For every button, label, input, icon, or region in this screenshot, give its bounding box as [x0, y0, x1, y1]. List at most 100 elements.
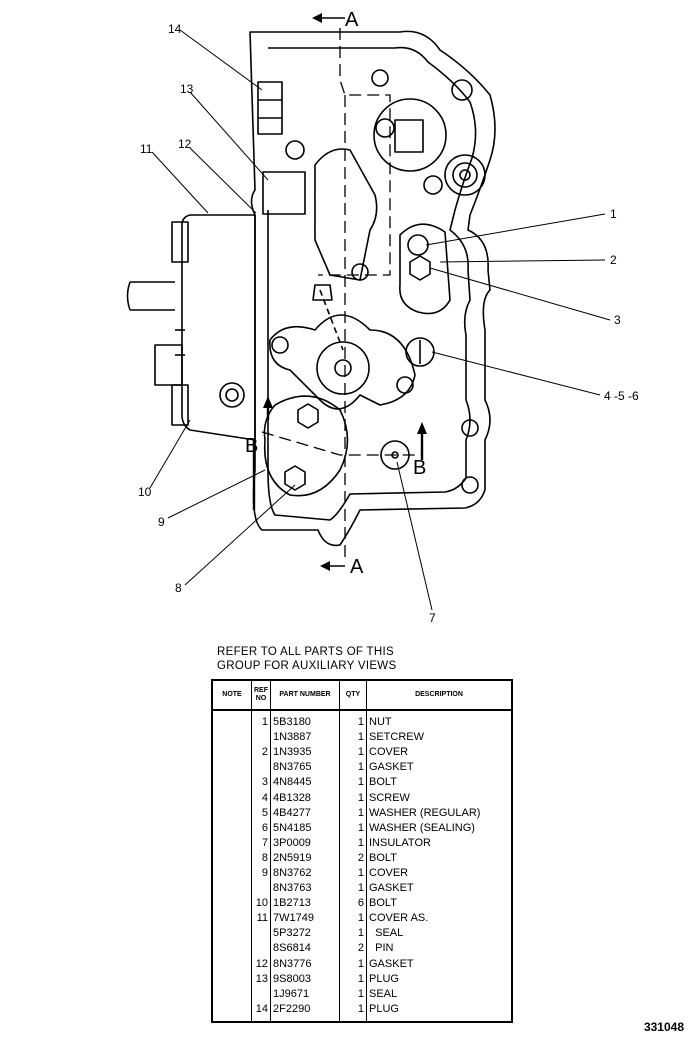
description-cell: SEAL: [366, 926, 512, 942]
note-cell: [212, 710, 252, 730]
callout-8: 8: [175, 581, 182, 595]
qty-cell: 1: [339, 926, 367, 942]
header-ref-no: REF NO: [251, 680, 271, 711]
qty-cell: 1: [339, 986, 367, 1002]
housing-boss-lower: [171, 384, 189, 426]
ref-no-cell: [251, 941, 271, 957]
header-qty: QTY: [339, 680, 367, 711]
part-number-cell: 7W1749: [270, 911, 340, 927]
description-cell: PLUG: [366, 1001, 512, 1022]
description-cell: WASHER (SEALING): [366, 820, 512, 836]
description-cell: BOLT: [366, 775, 512, 791]
note-cell: [212, 987, 252, 1002]
part-number-cell: 8N3765: [270, 760, 340, 776]
part-number-cell: 8N3763: [270, 881, 340, 897]
qty-cell: 1: [339, 820, 367, 836]
upper-port: [373, 98, 447, 172]
ref-no-cell: [251, 730, 271, 746]
description-cell: PLUG: [366, 971, 512, 987]
qty-cell: 1: [339, 775, 367, 791]
callout-13: 13: [180, 82, 194, 96]
ref-no-cell: [251, 986, 271, 1002]
qty-cell: 1: [339, 911, 367, 927]
qty-cell: 1: [339, 835, 367, 851]
section-letter-b-left: B: [245, 435, 258, 457]
qty-cell: 1: [339, 805, 367, 821]
qty-cell: 1: [339, 790, 367, 806]
parts-table-header: NOTE REF NO PART NUMBER QTY DESCRIPTION: [212, 680, 512, 711]
note-cell: [212, 972, 252, 987]
ref-no-cell: 7: [251, 835, 271, 851]
qty-cell: 1: [339, 971, 367, 987]
note-cell: [212, 911, 252, 926]
ref-no-cell: 10: [251, 896, 271, 912]
part-number-cell: 4B1328: [270, 790, 340, 806]
callout-7: 7: [429, 611, 436, 625]
callout-4-5-6: 4 -5 -6: [604, 389, 639, 403]
note-cell: [212, 836, 252, 851]
ref-no-cell: 13: [251, 971, 271, 987]
ref-no-cell: [251, 760, 271, 776]
part-number-cell: 8N3776: [270, 956, 340, 972]
qty-cell: 2: [339, 941, 367, 957]
part-number-cell: 1N3887: [270, 730, 340, 746]
qty-cell: 1: [339, 956, 367, 972]
note-cell: [212, 821, 252, 836]
ref-no-cell: 12: [251, 956, 271, 972]
callout-2: 2: [610, 253, 617, 267]
note-cell: [212, 957, 252, 972]
parts-diagram: 1 2 3 4 -5 -6 7 8 9 10 11 12 13 14 A A B…: [126, 9, 639, 625]
note-cell: [212, 1002, 252, 1022]
cover-inner-wall: [267, 46, 477, 521]
bolt-3: [409, 255, 431, 281]
qty-cell: 1: [339, 710, 367, 731]
callout-10: 10: [138, 485, 152, 499]
shaft-lower: [154, 344, 183, 386]
note-line-1: REFER TO ALL PARTS OF THIS: [217, 646, 394, 658]
description-cell: COVER AS.: [366, 911, 512, 927]
ref-no-cell: 9: [251, 865, 271, 882]
ref-no-cell: [251, 881, 271, 897]
note-line-2: GROUP FOR AUXILIARY VIEWS: [217, 660, 397, 672]
shaft: [126, 281, 175, 311]
ref-no-cell: 4: [251, 790, 271, 806]
ref-no-cell: [251, 926, 271, 942]
ref-no-cell: 3: [251, 775, 271, 791]
section-letter-b-right: B: [413, 457, 426, 479]
callout-1: 1: [610, 207, 617, 221]
ref-no-cell: 14: [251, 1001, 271, 1022]
description-cell: GASKET: [366, 760, 512, 776]
part-number-cell: 2F2290: [270, 1001, 340, 1022]
description-cell: BOLT: [366, 850, 512, 866]
section-letter-a-top: A: [345, 9, 359, 31]
center-boss: [269, 314, 416, 410]
figure-number: 331048: [643, 1020, 684, 1034]
ref-no-cell: 5: [251, 805, 271, 821]
mid-pocket: [314, 148, 378, 281]
cover-2: [399, 223, 451, 315]
note-cell: [212, 941, 252, 956]
part-number-cell: 8S6814: [270, 941, 340, 957]
description-cell: GASKET: [366, 956, 512, 972]
ref-no-cell: 6: [251, 820, 271, 836]
nut-1: [407, 234, 429, 256]
plug-block: [262, 171, 306, 215]
ref-no-cell: 11: [251, 911, 271, 927]
description-cell: INSULATOR: [366, 835, 512, 851]
description-cell: NUT: [366, 710, 512, 731]
part-number-cell: 5B3180: [270, 710, 340, 731]
qty-cell: 1: [339, 1001, 367, 1022]
